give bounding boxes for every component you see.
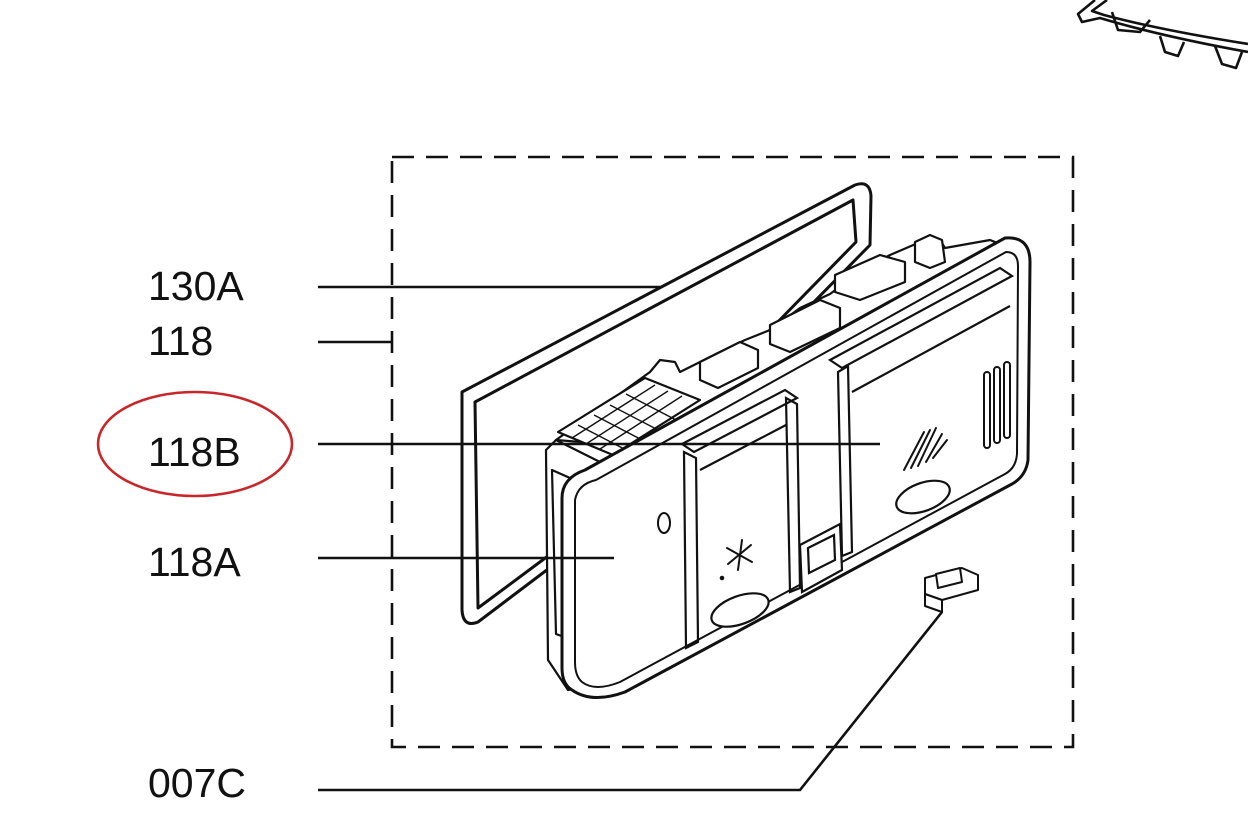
latch-opening [798, 522, 844, 594]
sparkle-icon [719, 539, 753, 581]
leader-lines [318, 285, 944, 792]
callout-118b: 118B [148, 429, 241, 475]
spray-icon [903, 427, 948, 471]
vent-slots [983, 361, 1011, 449]
compartment-dividers [679, 266, 1015, 650]
clip-part [924, 567, 979, 613]
vent-grid [571, 384, 683, 453]
assembly-dashed-box [390, 155, 1075, 749]
callout-118a: 118A [148, 539, 241, 585]
oval-buttons [710, 479, 951, 628]
indicator-hole [657, 512, 671, 534]
callout-130a: 130A [148, 263, 244, 309]
highlight-ellipse [96, 390, 294, 498]
callout-118: 118 [148, 318, 214, 364]
dispenser-front-face [560, 236, 1032, 699]
ring-fragment [1076, 0, 1248, 70]
leader-007c [318, 611, 944, 792]
callout-007c: 007C [148, 760, 247, 806]
